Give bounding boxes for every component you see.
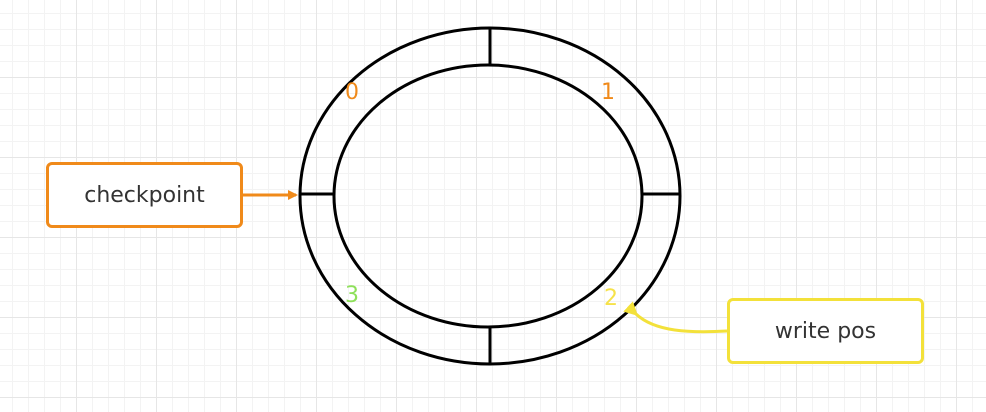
write-pos-label-box: write pos [727,298,924,364]
segment-label-2: 2 [604,286,618,311]
outer-ring [298,26,682,366]
segment-label-1: 1 [601,80,615,105]
inner-ring [332,63,644,329]
checkpoint-label: checkpoint [84,182,205,208]
write-pos-arrow [623,301,728,334]
segment-label-0: 0 [345,80,359,105]
checkpoint-label-box: checkpoint [46,162,243,228]
write-pos-label: write pos [774,318,877,344]
segment-label-3: 3 [345,283,359,308]
